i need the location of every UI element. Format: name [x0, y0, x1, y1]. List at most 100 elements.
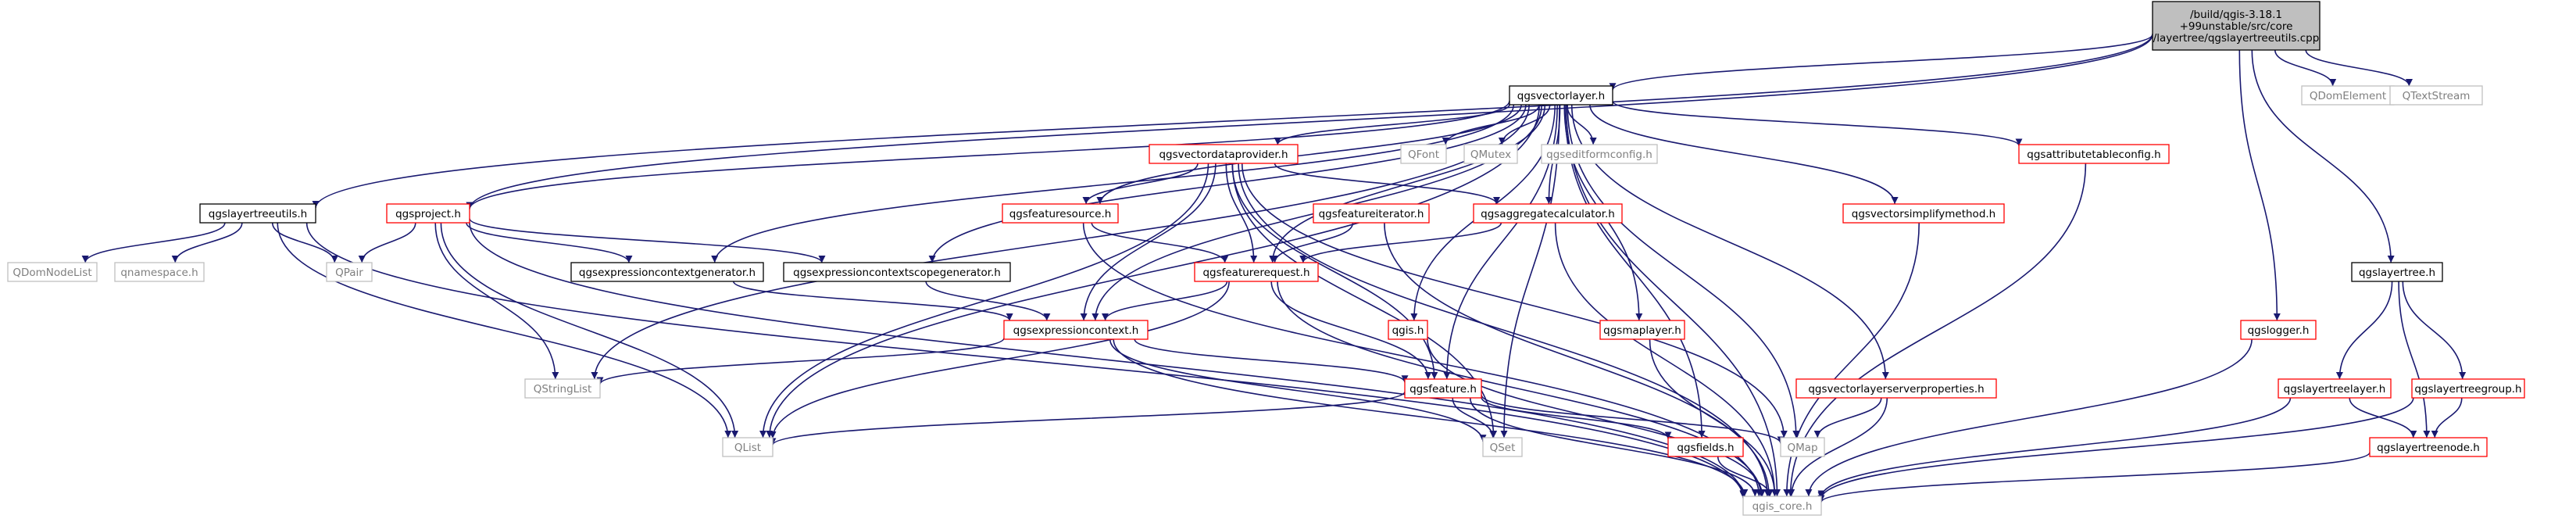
- edge-qgsproject-to-qgsexpressioncontextscopegenerator: [469, 218, 826, 263]
- node-qgseditformconfig: qgseditformconfig.h: [1541, 144, 1658, 164]
- node-qgsvectorsimplifymethod[interactable]: qgsvectorsimplifymethod.h: [1842, 203, 2005, 224]
- edge-root-to-qgslayertreeutils: [312, 34, 2153, 209]
- node-qgslayertree[interactable]: qgslayertree.h: [2351, 262, 2443, 282]
- edge-qgsexpressioncontextgenerator-to-qgsexpressioncontext: [733, 281, 1013, 321]
- node-label-qgseditformconfig: qgseditformconfig.h: [1546, 149, 1652, 161]
- node-qgsexpressioncontext[interactable]: qgsexpressioncontext.h: [1003, 320, 1149, 340]
- node-qgslogger[interactable]: qgslogger.h: [2240, 320, 2317, 340]
- edge-qgslayertreeutils-to-qpair: [271, 222, 338, 263]
- node-qgslayertreeutils[interactable]: qgslayertreeutils.h: [199, 203, 316, 224]
- node-box-qgis_core: [1742, 496, 1822, 516]
- node-label-qdomnodelist: QDomNodeList: [13, 267, 91, 279]
- node-box-qgsmaplayer: [1599, 320, 1685, 340]
- edge-qgsfeaturerequest-to-qlist: [769, 281, 1230, 439]
- node-qgsfeaturesource[interactable]: qgsfeaturesource.h: [1002, 203, 1119, 224]
- edge-qgsvectorlayer-to-qgis_core: [1565, 104, 1781, 497]
- edge-qgsvectorlayer-to-qgsattributetableconfig: [1612, 100, 2023, 146]
- edge-qgsvectorlayer-to-qlist: [766, 104, 1540, 438]
- node-label-qgslogger: qgslogger.h: [2248, 324, 2310, 337]
- node-label-root-line-2: /layertree/qgslayertreeutils.cpp: [2153, 32, 2320, 45]
- node-label-qpair: QPair: [335, 267, 363, 279]
- node-qset: QSet: [1482, 437, 1523, 457]
- node-qgsexpressioncontextgenerator[interactable]: qgsexpressioncontextgenerator.h: [570, 262, 764, 282]
- node-root: /build/qgis-3.18.1+99unstable/src/core/l…: [2152, 1, 2321, 51]
- node-label-qmap: QMap: [1787, 442, 1817, 454]
- node-box-qnamespace: [114, 262, 205, 282]
- node-qgis_core: qgis_core.h: [1742, 496, 1822, 516]
- node-box-qgsaggregatecalculator: [1473, 203, 1623, 224]
- node-label-qset: QSet: [1490, 442, 1516, 454]
- edge-qgsfeature-to-qgis_core: [1469, 397, 1759, 497]
- edge-qgsexpressioncontext-to-qstringlist: [596, 338, 1005, 385]
- node-qgsexpressioncontextscopegenerator[interactable]: qgsexpressioncontextscopegenerator.h: [783, 262, 1011, 282]
- node-qpair: QPair: [326, 262, 373, 282]
- node-box-qgsvectordataprovider: [1149, 144, 1299, 164]
- node-qgis[interactable]: qgis.h: [1388, 320, 1428, 340]
- node-label-root-line-1: +99unstable/src/core: [2180, 20, 2293, 33]
- node-qgslayertreegroup[interactable]: qgslayertreegroup.h: [2411, 378, 2525, 399]
- node-label-qmutex: QMutex: [1470, 149, 1511, 161]
- node-box-qgsvectorlayerserverproperties: [1795, 378, 1997, 399]
- node-box-qgslogger: [2240, 320, 2317, 340]
- edge-qgsfeature-to-qmap: [1481, 394, 1785, 444]
- node-box-qgsvectorlayer: [1509, 85, 1613, 106]
- node-qgsvectorlayerserverproperties[interactable]: qgsvectorlayerserverproperties.h: [1795, 378, 1997, 399]
- node-qgsmaplayer[interactable]: qgsmaplayer.h: [1599, 320, 1685, 340]
- node-label-qgsaggregatecalculator: qgsaggregatecalculator.h: [1481, 208, 1615, 220]
- node-box-qtextstream: [2389, 85, 2483, 106]
- node-qgsfeature[interactable]: qgsfeature.h: [1404, 378, 1482, 399]
- node-box-qset: [1482, 437, 1523, 457]
- edge-qgis-to-qgis_core: [1427, 338, 1766, 497]
- node-label-qfont: QFont: [1408, 149, 1439, 161]
- node-qgsfeatureiterator[interactable]: qgsfeatureiterator.h: [1313, 203, 1430, 224]
- node-qgsproject[interactable]: qgsproject.h: [386, 203, 470, 224]
- edge-qgsfeaturesource-to-qgsfeaturerequest: [1091, 222, 1229, 263]
- edge-qgsfeature-to-qset: [1452, 397, 1497, 438]
- edge-qgslogger-to-qgis_core: [1805, 338, 2253, 497]
- node-qgsvectordataprovider[interactable]: qgsvectordataprovider.h: [1149, 144, 1299, 164]
- node-box-qgslayertreenode: [2369, 437, 2488, 457]
- edge-qgsmaplayer-to-qgis_core: [1649, 338, 1778, 497]
- node-label-qgslayertreenode: qgslayertreenode.h: [2377, 442, 2480, 454]
- node-qgslayertreenode[interactable]: qgslayertreenode.h: [2369, 437, 2488, 457]
- node-qdomnodelist: QDomNodeList: [7, 262, 98, 282]
- node-label-qstringlist: QStringList: [534, 383, 592, 396]
- edge-root-to-qtextstream: [2305, 49, 2413, 87]
- edge-qgsvectorlayer-to-qmutex: [1498, 104, 1551, 145]
- edge-qgslayertreeutils-to-qnamespace: [171, 222, 243, 263]
- node-qgsattributetableconfig[interactable]: qgsattributetableconfig.h: [2018, 144, 2170, 164]
- node-qgslayertreelayer[interactable]: qgslayertreelayer.h: [2278, 378, 2392, 399]
- node-qgsfields[interactable]: qgsfields.h: [1667, 437, 1744, 457]
- node-box-qgsfeatureiterator: [1313, 203, 1430, 224]
- node-box-qgis: [1388, 320, 1428, 340]
- edge-qgslayertreegroup-to-qgis_core: [1817, 397, 2414, 499]
- node-qmutex: QMutex: [1463, 144, 1518, 164]
- node-label-qgsattributetableconfig: qgsattributetableconfig.h: [2027, 149, 2160, 161]
- edge-qgsvectorlayer-to-qgsfeaturesource: [1096, 104, 1522, 205]
- edge-qgsvectorlayer-to-qgsfields: [1564, 104, 1706, 438]
- edge-qgsproject-to-qstringlist: [434, 222, 559, 380]
- node-label-qlist: QList: [734, 442, 761, 454]
- node-box-qgsfields: [1667, 437, 1744, 457]
- node-label-qgsvectorsimplifymethod: qgsvectorsimplifymethod.h: [1852, 208, 1996, 220]
- node-qdomelement: QDomElement: [2301, 85, 2395, 106]
- edge-qgsexpressioncontext-to-qgis_core: [1113, 338, 1749, 497]
- node-box-qgsfeaturesource: [1002, 203, 1119, 224]
- edge-qgslayertreeutils-to-qlist: [277, 222, 732, 438]
- node-qgsaggregatecalculator[interactable]: qgsaggregatecalculator.h: [1473, 203, 1623, 224]
- edge-qgslayertreelayer-to-qgslayertreenode: [2349, 397, 2417, 438]
- node-box-qfont: [1400, 144, 1447, 164]
- node-label-qgsmaplayer: qgsmaplayer.h: [1603, 324, 1681, 337]
- node-box-qdomelement: [2301, 85, 2395, 106]
- edge-qgslayertreelayer-to-qgis_core: [1817, 397, 2292, 498]
- edge-qgsproject-to-qpair: [358, 222, 416, 263]
- edge-qgsproject-to-qlist: [440, 222, 739, 438]
- node-box-root: [2152, 1, 2321, 51]
- edges: [81, 34, 2467, 503]
- node-box-qgsattributetableconfig: [2018, 144, 2170, 164]
- node-label-qgslayertreeutils: qgslayertreeutils.h: [209, 208, 307, 220]
- edge-qgsvectorlayer-to-qgsproject: [466, 100, 1510, 209]
- edge-qgsexpressioncontextscopegenerator-to-qgsexpressioncontext: [925, 281, 1051, 321]
- node-qgsvectorlayer[interactable]: qgsvectorlayer.h: [1509, 85, 1613, 106]
- node-qgsfeaturerequest[interactable]: qgsfeaturerequest.h: [1194, 262, 1319, 282]
